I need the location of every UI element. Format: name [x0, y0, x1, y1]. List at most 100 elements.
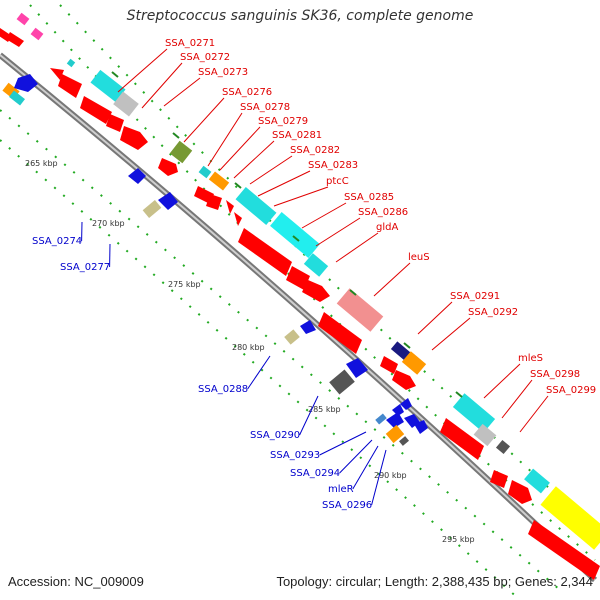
- gene-feature: [128, 168, 146, 184]
- label-leader-line: [141, 62, 183, 109]
- gene-feature: [414, 420, 428, 434]
- label-leader-line: [319, 431, 367, 456]
- label-leader-line: [273, 186, 329, 207]
- gene-label: gldA: [376, 222, 398, 233]
- gene-feature: [390, 341, 412, 361]
- gene-feature: [318, 312, 362, 354]
- tick-label: 265 kbp: [25, 159, 58, 168]
- forward-genes: [0, 12, 600, 580]
- gene-feature: [58, 74, 82, 98]
- label-leader-line: [335, 232, 379, 263]
- label-leader-line: [417, 301, 453, 335]
- gene-feature: [208, 171, 230, 191]
- gene-feature: [452, 393, 496, 433]
- label-leader-line: [299, 395, 319, 436]
- gene-feature: [392, 370, 416, 390]
- gene-feature: [120, 126, 148, 150]
- gene-label: SSA_0293: [270, 450, 320, 461]
- label-leader-line: [257, 170, 311, 197]
- gene-label: SSA_0277: [60, 262, 110, 273]
- label-leader-line: [431, 317, 471, 351]
- gene-feature: [9, 90, 25, 106]
- tick-label: 275 kbp: [168, 280, 201, 289]
- gene-label: SSA_0283: [308, 160, 358, 171]
- reverse-genes: [2, 74, 428, 446]
- gene-feature: [380, 356, 398, 374]
- tick-label: 295 kbp: [442, 535, 475, 544]
- gene-feature: [495, 439, 511, 455]
- label-leader-line: [233, 140, 275, 179]
- label-leader-line: [373, 262, 411, 297]
- label-leader-line: [183, 97, 225, 143]
- gene-feature: [375, 413, 387, 425]
- tick-label: 290 kbp: [374, 471, 407, 480]
- label-leader-line: [301, 202, 347, 229]
- gene-label: SSA_0272: [180, 52, 230, 63]
- gene-feature: [302, 280, 330, 302]
- gene-feature: [286, 266, 310, 290]
- label-leader-line: [163, 77, 201, 107]
- gene-label: leuS: [408, 252, 430, 263]
- gene-feature: [303, 253, 329, 277]
- gene-label: SSA_0288: [198, 384, 248, 395]
- gene-feature: [14, 74, 38, 92]
- tick-label: 280 kbp: [232, 343, 265, 352]
- gene-feature: [385, 424, 405, 444]
- label-leader-line: [247, 355, 271, 390]
- gene-label: SSA_0278: [240, 102, 290, 113]
- gene-feature: [401, 351, 427, 375]
- gene-label: SSA_0294: [290, 468, 340, 479]
- gene-feature: [284, 329, 300, 345]
- gene-feature: [235, 187, 277, 225]
- gene-feature: [158, 192, 178, 210]
- gene-feature: [400, 398, 412, 410]
- gene-feature: [16, 12, 30, 26]
- gene-feature: [524, 468, 550, 494]
- label-leader-line: [249, 155, 293, 185]
- gene-label: SSA_0285: [344, 192, 394, 203]
- guide-tracks: [0, 4, 596, 600]
- label-leader-line: [117, 48, 168, 93]
- label-leader-line: [207, 112, 243, 167]
- gene-label: SSA_0292: [468, 307, 518, 318]
- gene-feature: [66, 58, 76, 68]
- gene-feature: [50, 68, 64, 80]
- gene-label: SSA_0298: [530, 369, 580, 380]
- gene-feature: [440, 418, 484, 460]
- gene-feature: [90, 69, 126, 103]
- gene-feature: [169, 140, 193, 164]
- scale-ticks: [111, 71, 463, 398]
- gene-label: mleR: [328, 484, 354, 495]
- label-leader-line: [352, 445, 379, 490]
- gene-feature: [270, 212, 320, 258]
- map-title: Streptococcus sanguinis SK36, complete g…: [126, 8, 474, 24]
- gene-label: SSA_0296: [322, 500, 372, 511]
- gene-label: SSA_0273: [198, 67, 248, 78]
- gene-feature: [336, 288, 384, 332]
- label-leader-line: [519, 395, 549, 433]
- gene-label: mleS: [518, 353, 543, 364]
- gene-feature: [238, 228, 292, 276]
- label-leader-line: [501, 379, 533, 419]
- gene-feature: [106, 114, 124, 132]
- gene-feature: [346, 358, 368, 378]
- gene-feature: [386, 412, 404, 428]
- gene-feature: [540, 486, 600, 550]
- gene-label: SSA_0276: [222, 87, 272, 98]
- gene-feature: [30, 27, 44, 41]
- gene-feature: [234, 212, 242, 226]
- label-leader-line: [483, 363, 521, 399]
- gene-feature: [508, 480, 532, 504]
- gene-label: SSA_0286: [358, 207, 408, 218]
- tick-label: 285 kbp: [308, 405, 341, 414]
- accession-text: Accession: NC_009009: [8, 574, 144, 589]
- gene-label: SSA_0274: [32, 236, 82, 247]
- tick-label: 270 kbp: [92, 219, 125, 228]
- gene-label: SSA_0299: [546, 385, 596, 396]
- gene-label: SSA_0290: [250, 430, 300, 441]
- gene-feature: [300, 320, 316, 334]
- gene-feature: [226, 200, 234, 214]
- topology-text: Topology: circular; Length: 2,388,435 bp…: [276, 574, 593, 589]
- gene-feature: [142, 200, 162, 218]
